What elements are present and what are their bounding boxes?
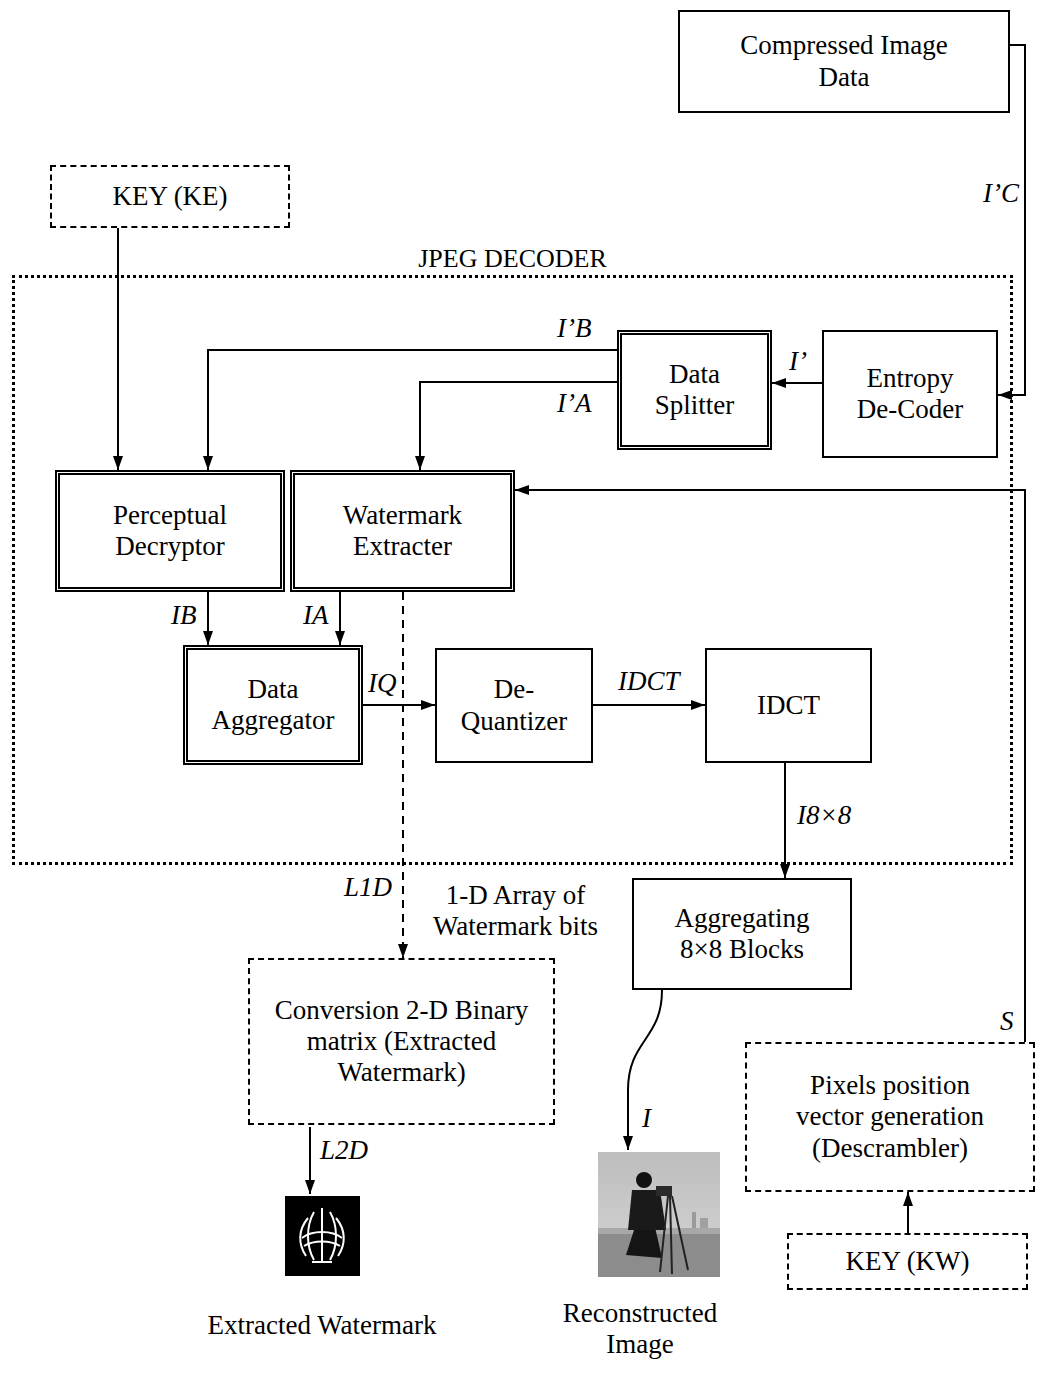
reconstructed-image	[598, 1152, 720, 1277]
node-text: KEY (KE)	[112, 181, 227, 212]
node-text: IDCT	[757, 690, 820, 721]
connector-arrow	[907, 1192, 909, 1233]
signal-label: L1D	[343, 872, 393, 903]
signal-label: I’C	[982, 178, 1020, 209]
node-text: Aggregating 8×8 Blocks	[657, 903, 827, 965]
signal-label: S	[999, 1006, 1015, 1037]
node-text: Pixels position vector generation (Descr…	[783, 1070, 998, 1163]
connector-arrow	[208, 350, 617, 470]
image-caption: Reconstructed Image	[540, 1298, 740, 1360]
signal-label: I’A	[556, 388, 592, 419]
node-text: Conversion 2-D Binary matrix (Extracted …	[267, 995, 537, 1088]
node-text: Entropy De-Coder	[848, 363, 973, 425]
connector-arrow	[515, 490, 1025, 1042]
connector-arrow	[363, 704, 435, 706]
connector-arrow	[339, 592, 341, 645]
decoder-boundary: JPEG DECODERData SplitterEntropy De-Code…	[12, 275, 1013, 865]
connector-arrow	[207, 592, 209, 645]
signal-label: I’B	[556, 313, 592, 344]
connector-arrow	[772, 382, 822, 384]
node-text: Data Aggregator	[198, 674, 348, 736]
signal-label: I’	[788, 346, 808, 377]
connector-arrow	[593, 704, 705, 706]
node-text: Watermark Extracter	[308, 500, 498, 562]
node-text: KEY (KW)	[845, 1246, 969, 1277]
image-caption: Extracted Watermark	[190, 1310, 454, 1341]
annotation: 1-D Array of Watermark bits	[413, 880, 618, 942]
signal-label: IDCT	[617, 666, 681, 697]
process-box: Data Splitter	[617, 330, 772, 450]
connector-arrow	[402, 592, 404, 958]
output-arrow	[628, 990, 662, 1150]
signal-label: L2D	[320, 1135, 380, 1166]
connector-arrow	[117, 228, 119, 470]
input-box: Compressed Image Data	[678, 10, 1010, 113]
signal-label: IB	[170, 600, 197, 631]
node-text: Data Splitter	[635, 359, 755, 421]
region-title-row: JPEG DECODER	[15, 244, 1010, 274]
key-box: KEY (KW)	[787, 1233, 1028, 1290]
signal-label: IQ	[367, 668, 398, 699]
key-box: KEY (KE)	[50, 165, 290, 228]
connector-arrow	[784, 763, 786, 878]
process-box: Watermark Extracter	[290, 470, 515, 592]
node-text: Perceptual Decryptor	[75, 500, 265, 562]
process-box: Conversion 2-D Binary matrix (Extracted …	[248, 958, 555, 1125]
watermark-image	[285, 1196, 360, 1276]
signal-label: IA	[302, 600, 329, 631]
connector-arrow	[420, 382, 617, 470]
process-box: Data Aggregator	[183, 645, 363, 765]
process-box: Entropy De-Coder	[822, 330, 998, 458]
output-arrow	[309, 1127, 311, 1194]
process-box: De-Quantizer	[435, 648, 593, 763]
signal-label: I	[642, 1103, 662, 1134]
region-title: JPEG DECODER	[414, 244, 611, 273]
node-text: De-Quantizer	[452, 674, 577, 736]
process-box: IDCT	[705, 648, 872, 763]
process-box: Pixels position vector generation (Descr…	[745, 1042, 1035, 1192]
process-box: Aggregating 8×8 Blocks	[632, 878, 852, 990]
signal-label: I8×8	[796, 800, 852, 831]
node-text: Compressed Image Data	[724, 30, 964, 92]
process-box: Perceptual Decryptor	[55, 470, 285, 592]
